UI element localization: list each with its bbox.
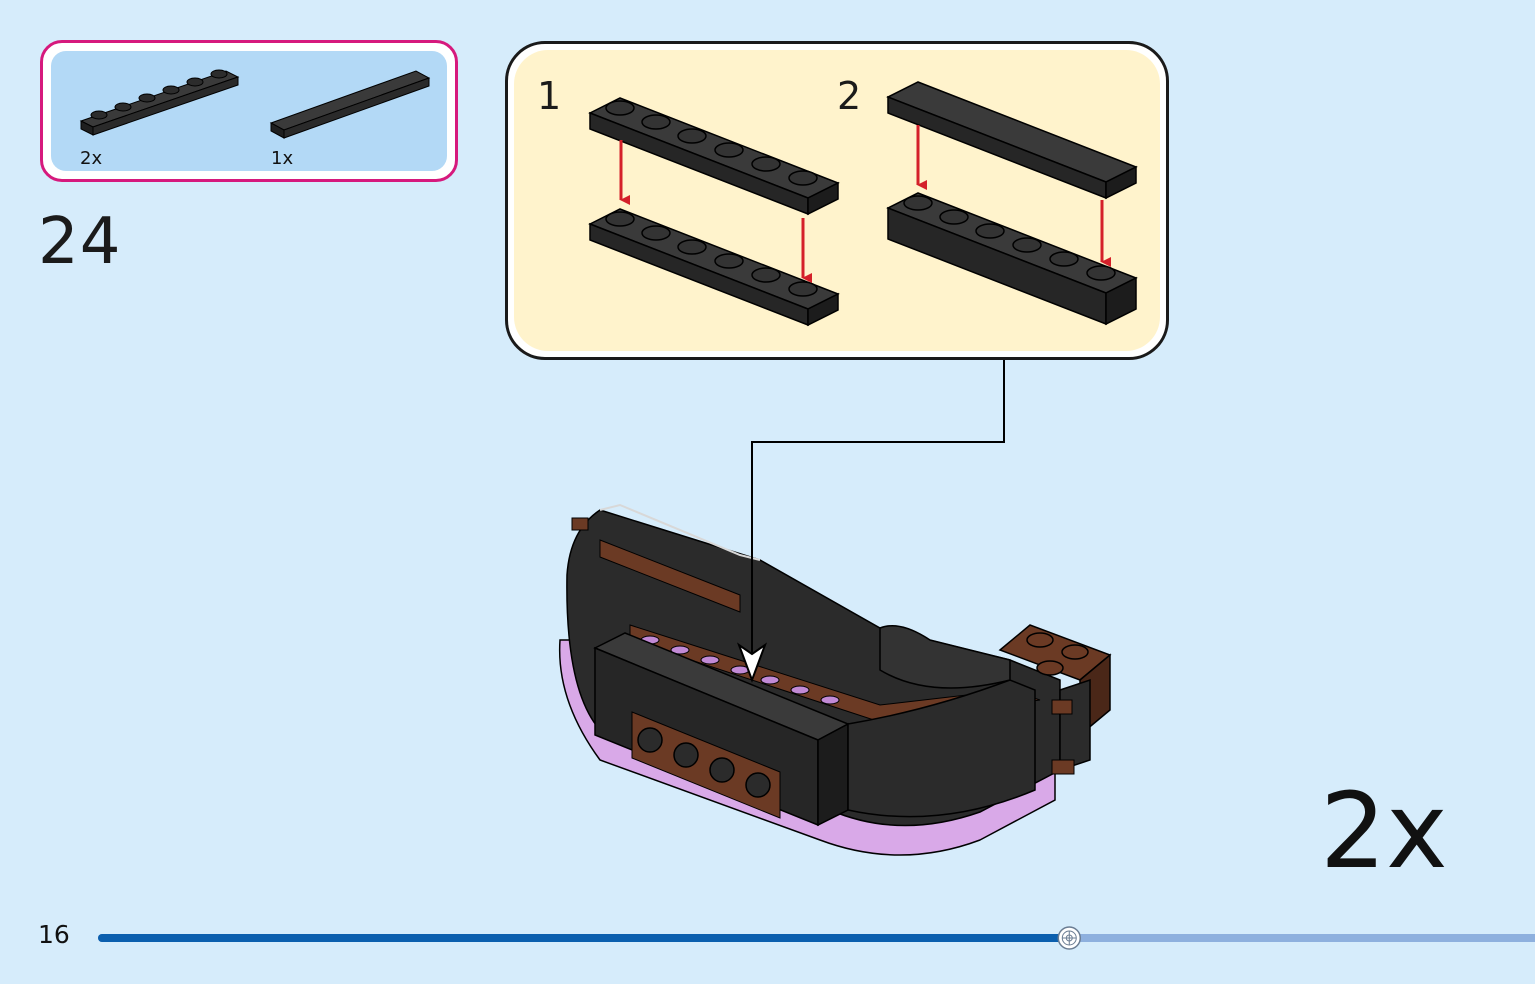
callout-connector-line: [751, 360, 1005, 675]
parts-list-box: 2x 1x: [40, 40, 458, 182]
parts-list-panel: 2x 1x: [51, 51, 447, 171]
boat-model-illustration: [558, 503, 1112, 856]
plate-bottom-icon: [588, 208, 840, 327]
tile-top-icon: [886, 81, 1138, 200]
substep-2-illustration: [886, 81, 1138, 326]
progress-bar: [98, 926, 1535, 950]
build-multiplier: 2x: [1320, 770, 1448, 892]
page-number: 16: [38, 920, 70, 949]
part-quantity-plate: 2x: [80, 148, 103, 169]
plate-top-icon: [588, 97, 840, 216]
plate-base-icon: [886, 192, 1138, 326]
substep-number-2: 2: [837, 74, 862, 118]
plate-1x6-icon: [79, 69, 240, 136]
step-number: 24: [38, 205, 122, 279]
substep-1-illustration: [588, 97, 840, 327]
placement-arrow-icon: [736, 642, 768, 683]
parts-illustration: [79, 69, 431, 139]
tile-1x6-icon: [269, 70, 431, 139]
part-quantity-tile: 1x: [271, 148, 294, 169]
progress-marker-icon: [1057, 926, 1082, 950]
substep-number-1: 1: [537, 74, 562, 118]
